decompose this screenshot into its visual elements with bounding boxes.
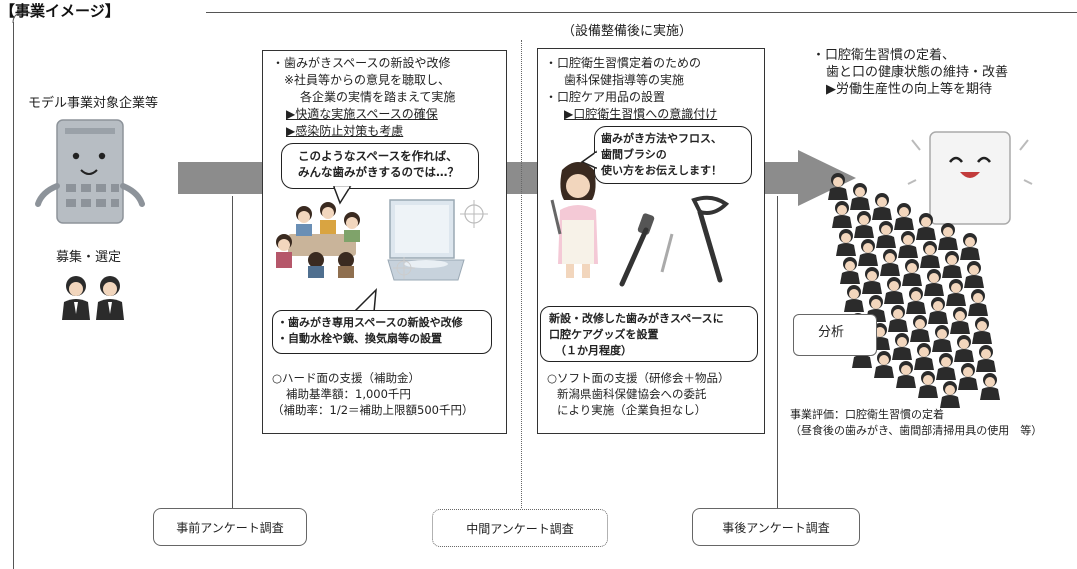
soft-line-1: ・口腔衛生習慣定着のための <box>545 56 702 70</box>
soft-support-title: ○ソフト面の支援（研修会＋物品） <box>547 371 730 385</box>
pre-survey-label: 事前アンケート調査 <box>176 520 284 535</box>
evaluation-line-1: 事業評価：口腔衛生習慣の定着 <box>790 408 944 421</box>
hard-bubble-bottom-line-1: ・歯みがき専用スペースの新設や改修 <box>277 316 463 329</box>
hard-speech-bubble-bottom: ・歯みがき専用スペースの新設や改修 ・自動水栓や鏡、換気扇等の設置 <box>272 310 492 354</box>
mid-survey-box: 中間アンケート調査 <box>432 509 608 547</box>
page-title: 【事業イメージ】 <box>0 2 120 20</box>
soft-speech-bubble-bottom: 新設・改修した歯みがきスペースに 口腔ケアグッズを設置 （１か月程度） <box>540 306 758 362</box>
hard-support-panel <box>262 50 507 434</box>
frame-top-line <box>206 12 1077 13</box>
soft-bubble-bottom-line-3: （１か月程度） <box>555 344 632 357</box>
hard-speech-bubble-top: このようなスペースを作れば、 みんな歯みがきするのでは…？ <box>281 143 479 189</box>
soft-speech-bubble-top: 歯みがき方法やフロス、 歯間ブラシの 使い方をお伝えします！ <box>594 126 752 184</box>
analysis-box <box>793 314 877 356</box>
soft-bubble-top-line-2: 歯間ブラシの <box>601 148 667 161</box>
soft-support-cost: により実施（企業負担なし） <box>557 403 707 417</box>
recruit-label: 募集・選定 <box>56 250 122 265</box>
hard-bubble-top-line-1: このようなスペースを作れば、 <box>298 149 458 163</box>
hard-bubble-top-tail <box>332 186 352 205</box>
mid-survey-connector <box>521 40 522 512</box>
soft-bubble-bottom-line-1: 新設・改修した歯みがきスペースに <box>549 312 724 325</box>
frame-left-line <box>13 22 14 569</box>
staff-persons-icon <box>62 276 124 320</box>
hard-line-4: ▶快適な実施スペースの確保 <box>286 107 438 121</box>
dental-instructor-illustration <box>550 162 598 278</box>
hard-support-title: ○ハード面の支援（補助金） <box>272 371 421 385</box>
soft-bubble-top-line-3: 使い方をお伝えします！ <box>601 164 722 177</box>
post-survey-box: 事後アンケート調査 <box>692 508 860 546</box>
pre-survey-box: 事前アンケート調査 <box>153 508 307 546</box>
target-company-label: モデル事業対象企業等 <box>28 96 159 111</box>
soft-line-2: 歯科保健指導等の実施 <box>564 73 685 87</box>
building-icon <box>35 119 145 224</box>
hard-support-amount: 補助基準額：1,000千円 <box>286 387 411 401</box>
mid-survey-label: 中間アンケート調査 <box>466 521 574 536</box>
goal-line-1: ・口腔衛生習慣の定着、 <box>812 48 956 63</box>
soft-bubble-top-tail <box>580 150 598 170</box>
hard-bubble-top-line-2: みんな歯みがきするのでは…？ <box>298 165 459 179</box>
frame-corner <box>12 12 39 24</box>
hard-line-2: ※社員等からの意見を聴取し、 <box>284 73 451 87</box>
hard-bubble-bottom-line-2: ・自動水栓や鏡、換気扇等の設置 <box>277 332 442 345</box>
meeting-people-illustration <box>276 202 360 278</box>
soft-support-contractor: 新潟県歯科保健協会への委託 <box>557 387 707 401</box>
evaluation-line-2: （昼食後の歯みがき、歯間部清掃用具の使用 等） <box>790 424 1043 437</box>
hard-line-1: ・歯みがきスペースの新設や改修 <box>272 56 451 70</box>
soft-bubble-bottom-line-2: 口腔ケアグッズを設置 <box>549 328 659 341</box>
pre-survey-connector <box>232 196 233 510</box>
goal-line-3: ▶労働生産性の向上等を期待 <box>826 82 992 97</box>
soft-line-4: ▶口腔衛生習慣への意識付け <box>564 107 718 121</box>
mid-timing-note: （設備整備後に実施） <box>562 24 693 39</box>
happy-building-illustration <box>907 131 1033 225</box>
hard-support-rate: （補助率：1/2＝補助上限額500千円） <box>272 403 474 417</box>
soft-bubble-top-line-1: 歯みがき方法やフロス、 <box>601 132 722 145</box>
dental-tools-illustration <box>619 195 730 287</box>
post-survey-label: 事後アンケート調査 <box>722 520 830 535</box>
soft-line-3: ・口腔ケア用品の設置 <box>545 90 666 104</box>
post-survey-connector <box>777 196 778 510</box>
goal-line-2: 歯と口の健康状態の維持・改善 <box>826 65 1009 80</box>
wash-basin-illustration <box>387 199 488 281</box>
hard-line-3: 各企業の実情を踏まえて実施 <box>300 90 456 104</box>
analysis-label: 分析 <box>818 325 845 340</box>
hard-line-5: ▶感染防止対策も考慮 <box>286 124 404 138</box>
workers-crowd-illustration <box>828 173 1000 408</box>
